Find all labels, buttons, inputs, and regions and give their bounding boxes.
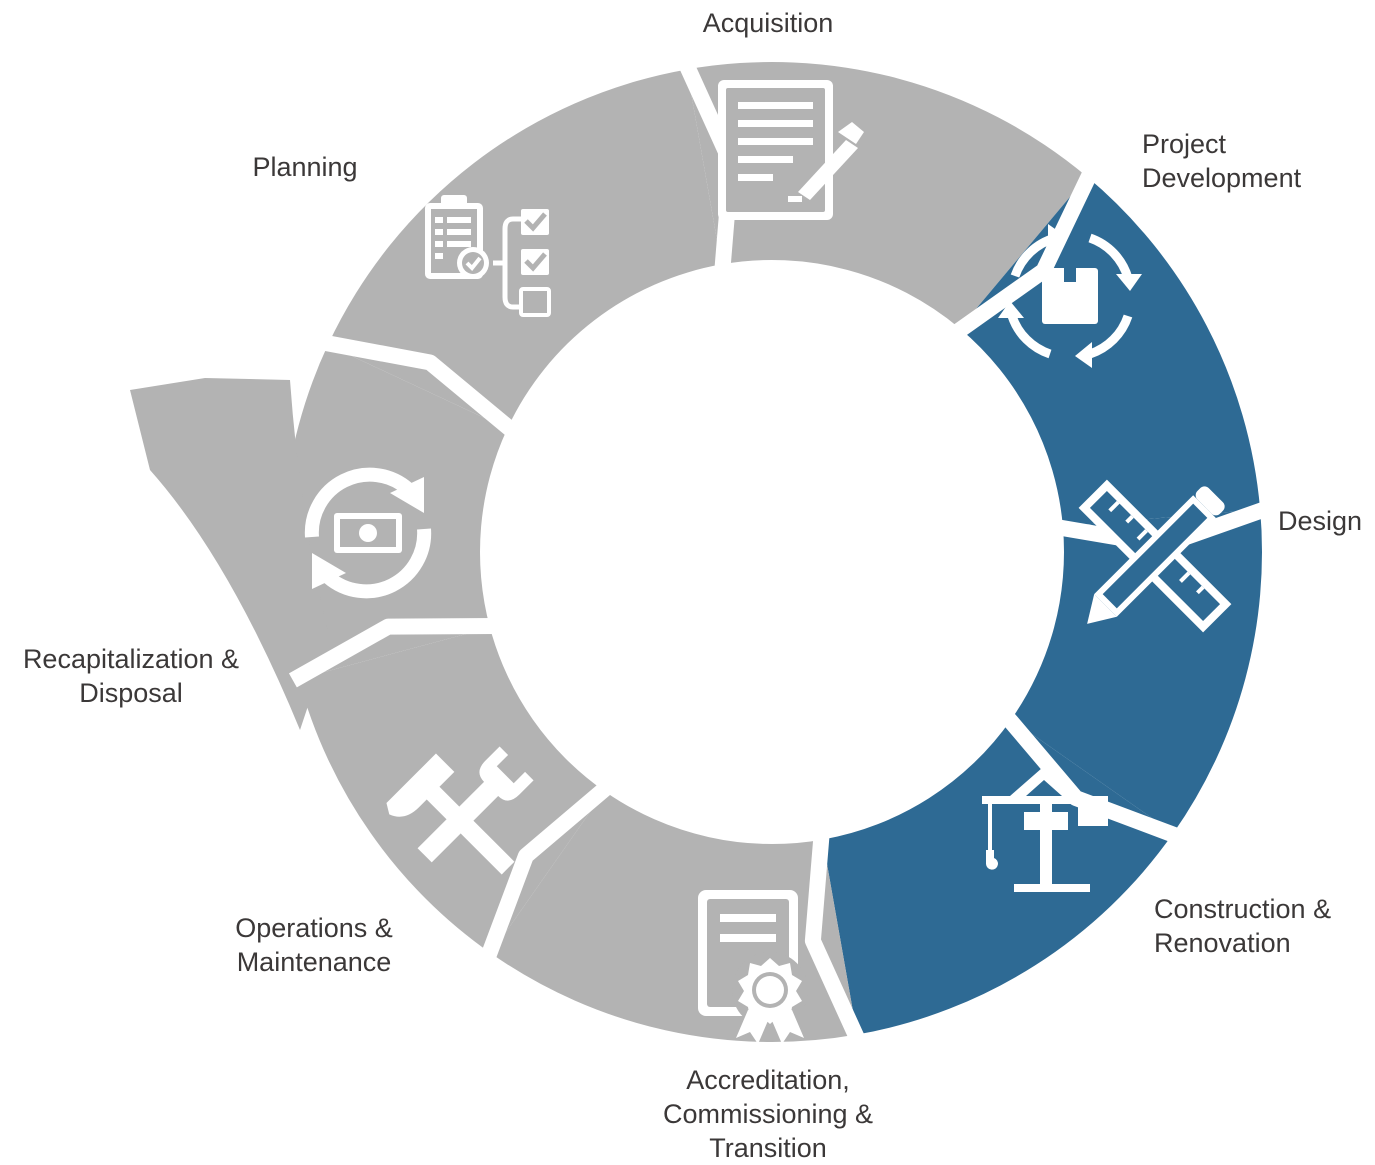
money-cycle-icon bbox=[304, 467, 432, 599]
package-cycle-icon bbox=[998, 224, 1142, 368]
label-acquisition: Acquisition bbox=[702, 8, 834, 38]
checklist-icon bbox=[425, 195, 551, 317]
label-operations-maintenance: Operations & Maintenance bbox=[235, 913, 393, 977]
label-recapitalization-disposal: Recapitalization & Disposal bbox=[22, 644, 240, 708]
separator-planning bbox=[321, 334, 518, 438]
label-planning: Planning bbox=[252, 152, 358, 182]
label-design: Design bbox=[1278, 506, 1363, 536]
segment-recapitalization bbox=[281, 344, 508, 679]
ruler-pencil-icon bbox=[1078, 479, 1232, 633]
separator-accreditation bbox=[804, 833, 866, 1044]
wrench-hammer-icon bbox=[386, 746, 534, 875]
contract-pen-icon bbox=[718, 80, 864, 220]
separator-recapitalization bbox=[288, 618, 496, 688]
label-project-development: Project Development bbox=[1142, 129, 1302, 193]
recapitalization-tail bbox=[130, 378, 330, 730]
label-construction-renovation: Construction & Renovation bbox=[1154, 894, 1332, 958]
certificate-icon bbox=[698, 890, 808, 1044]
recapitalization-tail-shape bbox=[130, 378, 330, 730]
crane-icon bbox=[982, 768, 1108, 892]
separator-operations bbox=[480, 780, 614, 962]
label-accreditation-commissioning-transition: Accreditation, Commissioning & Transitio… bbox=[662, 1065, 874, 1163]
segment-project-development bbox=[959, 176, 1261, 527]
